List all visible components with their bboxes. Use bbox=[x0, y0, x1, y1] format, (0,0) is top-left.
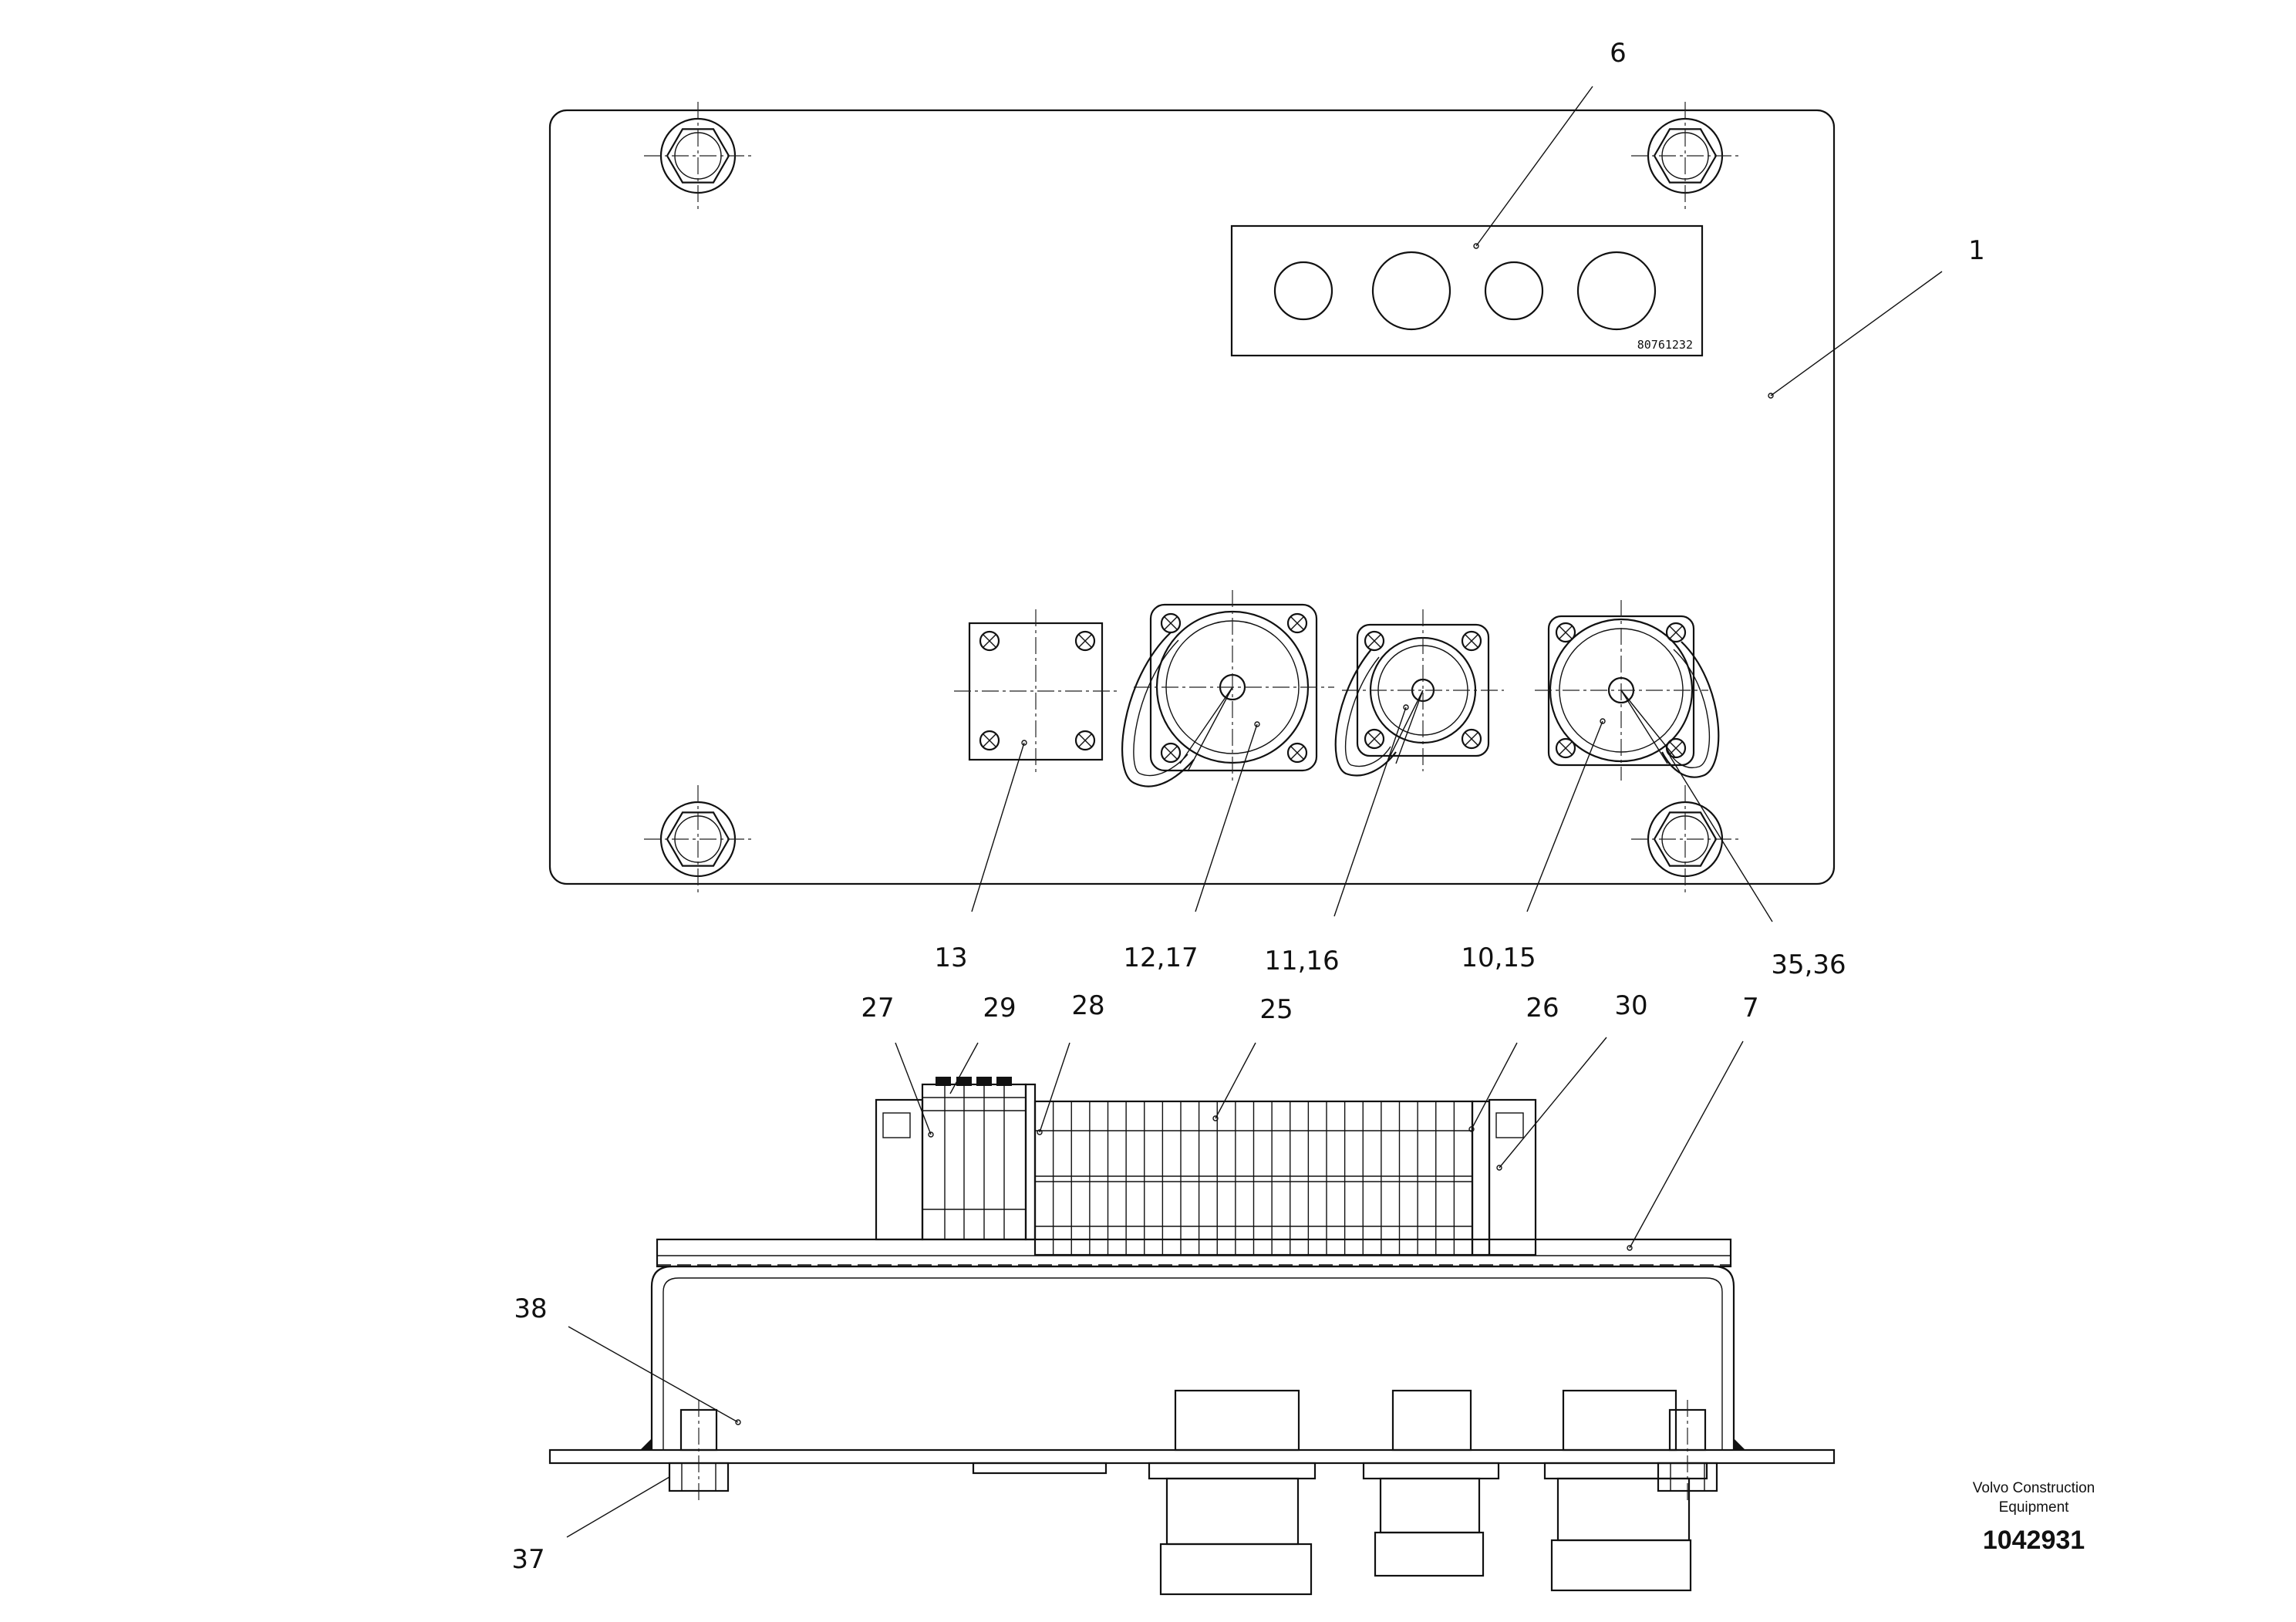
brand-line-2: Equipment bbox=[1999, 1499, 2070, 1516]
callout-6: 6 bbox=[1610, 38, 1627, 69]
label-plate: 80761232 bbox=[1230, 224, 1704, 357]
connector-large-side bbox=[1148, 1389, 1317, 1596]
callout-30: 30 bbox=[1614, 990, 1647, 1021]
standoff-right bbox=[1657, 1400, 1718, 1504]
standoff-left bbox=[668, 1400, 741, 1504]
document-number: 1042931 bbox=[1983, 1526, 2085, 1555]
square-cover bbox=[954, 609, 1118, 774]
callout-37: 37 bbox=[511, 1544, 544, 1575]
plate-number: 80761232 bbox=[1637, 338, 1693, 352]
callout-38: 38 bbox=[514, 1293, 547, 1324]
brand-line-1: Volvo Construction bbox=[1973, 1480, 2095, 1496]
corner-bolt-top-right bbox=[1630, 100, 1741, 211]
mounting-rail bbox=[656, 1238, 1732, 1268]
base-plate-outline bbox=[548, 109, 1836, 885]
callout-25: 25 bbox=[1259, 994, 1293, 1025]
callout-26: 26 bbox=[1526, 993, 1559, 1023]
connector-large bbox=[1121, 590, 1334, 787]
callout-10-15: 10,15 bbox=[1461, 943, 1536, 973]
corner-bolt-bottom-right bbox=[1630, 784, 1741, 895]
corner-bolt-top-left bbox=[642, 100, 754, 211]
bracket bbox=[650, 1265, 1735, 1450]
terminal-block-assembly bbox=[875, 1077, 1537, 1256]
callout-28: 28 bbox=[1071, 990, 1104, 1021]
callout-29: 29 bbox=[983, 993, 1016, 1023]
connector-small bbox=[1334, 609, 1504, 777]
callout-27: 27 bbox=[861, 993, 894, 1023]
top-view: 80761232 bbox=[548, 100, 1836, 895]
leader-lines bbox=[566, 86, 1943, 1538]
terminal-dividers bbox=[1052, 1101, 1455, 1255]
connector-medium-side bbox=[1543, 1389, 1708, 1592]
base-plate-side bbox=[548, 1448, 1836, 1465]
callout-13: 13 bbox=[934, 943, 967, 973]
side-view bbox=[548, 1077, 1836, 1596]
callout-11-16: 11,16 bbox=[1264, 946, 1339, 976]
callout-labels: 6 1 13 12,17 11,16 10,15 35,36 27 29 28 … bbox=[511, 38, 1984, 1575]
callout-12-17: 12,17 bbox=[1123, 943, 1198, 973]
callout-7: 7 bbox=[1742, 993, 1759, 1023]
connector-medium bbox=[1535, 600, 1720, 781]
title-block: Volvo Construction Equipment 1042931 bbox=[1973, 1480, 2095, 1555]
callout-1: 1 bbox=[1968, 235, 1985, 266]
callout-35-36: 35,36 bbox=[1771, 949, 1846, 980]
corner-bolt-bottom-left bbox=[642, 784, 754, 895]
connector-small-side bbox=[1362, 1389, 1500, 1577]
